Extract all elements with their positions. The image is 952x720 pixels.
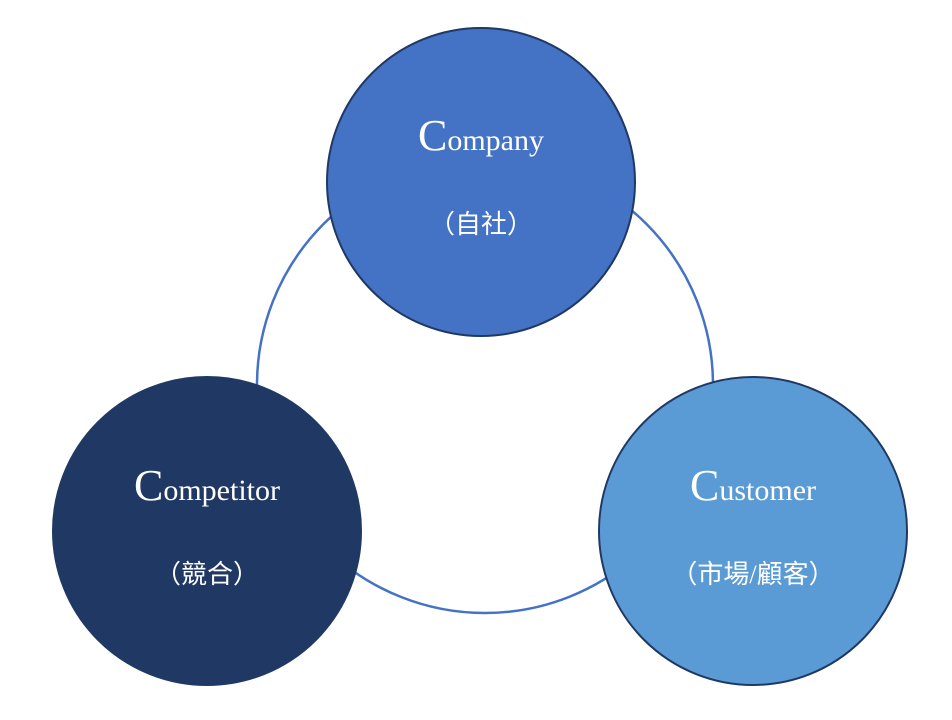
competitor-title: Competitor — [134, 461, 280, 510]
company-title-rest: ompany — [447, 124, 544, 157]
node-customer: Customer （市場/顧客） — [598, 376, 908, 686]
customer-subtitle: （市場/顧客） — [671, 560, 834, 589]
customer-title: Customer — [690, 461, 816, 510]
company-circle — [326, 27, 636, 337]
competitor-title-rest: ompetitor — [163, 474, 280, 507]
customer-title-initial: C — [690, 461, 719, 510]
competitor-subtitle: （競合） — [155, 560, 259, 589]
company-title: Company — [418, 111, 544, 160]
customer-circle — [598, 376, 908, 686]
competitor-circle — [52, 376, 362, 686]
customer-title-rest: ustomer — [719, 474, 816, 507]
competitor-title-initial: C — [134, 461, 163, 510]
company-title-initial: C — [418, 111, 447, 160]
node-competitor: Competitor （競合） — [52, 376, 362, 686]
company-subtitle: （自社） — [429, 210, 533, 239]
node-company: Company （自社） — [326, 27, 636, 337]
